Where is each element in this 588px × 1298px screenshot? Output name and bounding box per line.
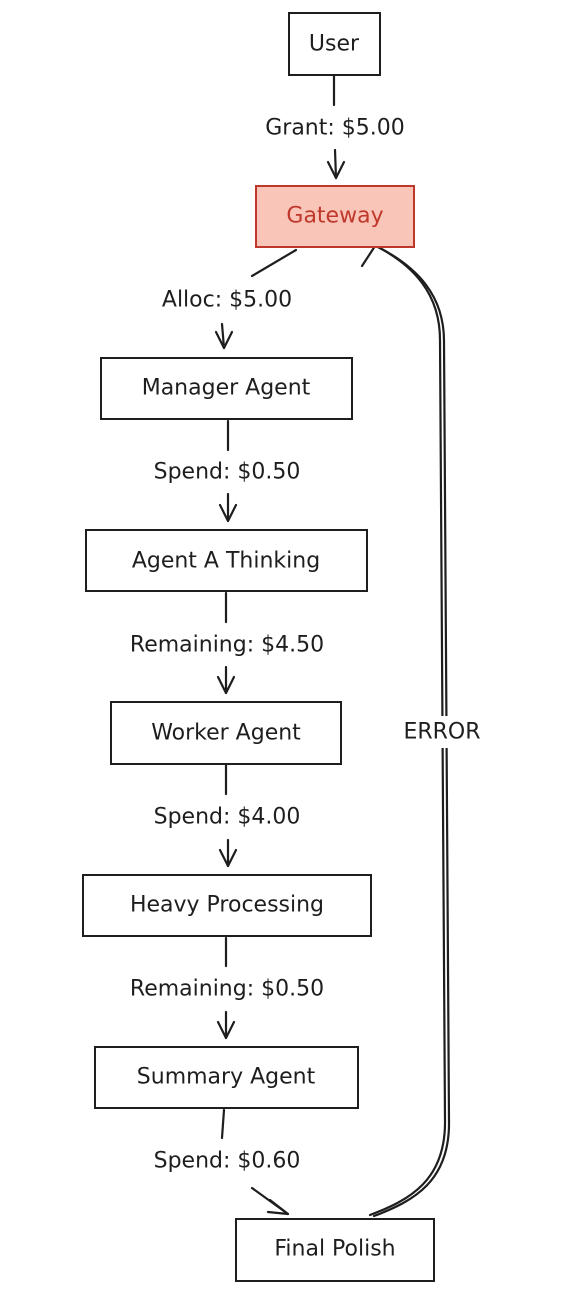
node-agent-a-thinking: Agent A Thinking (85, 529, 368, 592)
edge-label-spend-400: Spend: $4.00 (134, 801, 320, 833)
svg-text:Spend: $0.50: Spend: $0.50 (154, 460, 301, 485)
svg-text:Grant: $5.00: Grant: $5.00 (265, 116, 405, 141)
edge-label-remaining-050: Remaining: $0.50 (110, 973, 344, 1005)
svg-text:Agent A Thinking: Agent A Thinking (132, 549, 320, 574)
edge-gateway-manager (214, 248, 298, 350)
svg-text:ERROR: ERROR (403, 720, 480, 745)
edge-worker-heavy (218, 763, 238, 868)
edge-manager-agent-a (218, 419, 238, 523)
svg-text:Final Polish: Final Polish (274, 1237, 395, 1262)
edge-label-spend-050: Spend: $0.50 (134, 456, 320, 488)
edge-label-remaining-450: Remaining: $4.50 (112, 629, 342, 661)
node-manager-agent: Manager Agent (100, 357, 353, 420)
svg-text:User: User (309, 32, 360, 57)
svg-text:Remaining: $0.50: Remaining: $0.50 (130, 977, 324, 1002)
edge-agent-a-worker (216, 591, 236, 695)
svg-text:Alloc: $5.00: Alloc: $5.00 (162, 288, 292, 313)
svg-text:Remaining: $4.50: Remaining: $4.50 (130, 633, 324, 658)
node-worker-agent: Worker Agent (110, 701, 342, 765)
node-gateway: Gateway (255, 185, 415, 248)
edge-label-grant: Grant: $5.00 (244, 112, 426, 144)
svg-text:Gateway: Gateway (286, 204, 383, 229)
svg-text:Spend: $4.00: Spend: $4.00 (154, 805, 301, 830)
svg-text:Spend: $0.60: Spend: $0.60 (154, 1149, 301, 1174)
edge-user-gateway (326, 74, 346, 180)
svg-text:Summary Agent: Summary Agent (137, 1065, 316, 1090)
svg-text:Worker Agent: Worker Agent (151, 721, 301, 746)
edge-label-alloc: Alloc: $5.00 (142, 284, 312, 316)
svg-text:Heavy Processing: Heavy Processing (130, 893, 324, 918)
node-user: User (288, 12, 381, 76)
edge-label-spend-060: Spend: $0.60 (134, 1145, 320, 1177)
node-heavy-processing: Heavy Processing (82, 874, 372, 937)
node-final-polish: Final Polish (235, 1218, 435, 1282)
svg-text:Manager Agent: Manager Agent (142, 376, 311, 401)
node-summary-agent: Summary Agent (94, 1046, 359, 1109)
edge-heavy-summary (216, 936, 236, 1040)
edge-summary-final (220, 1108, 290, 1216)
edge-label-error: ERROR (388, 716, 496, 748)
